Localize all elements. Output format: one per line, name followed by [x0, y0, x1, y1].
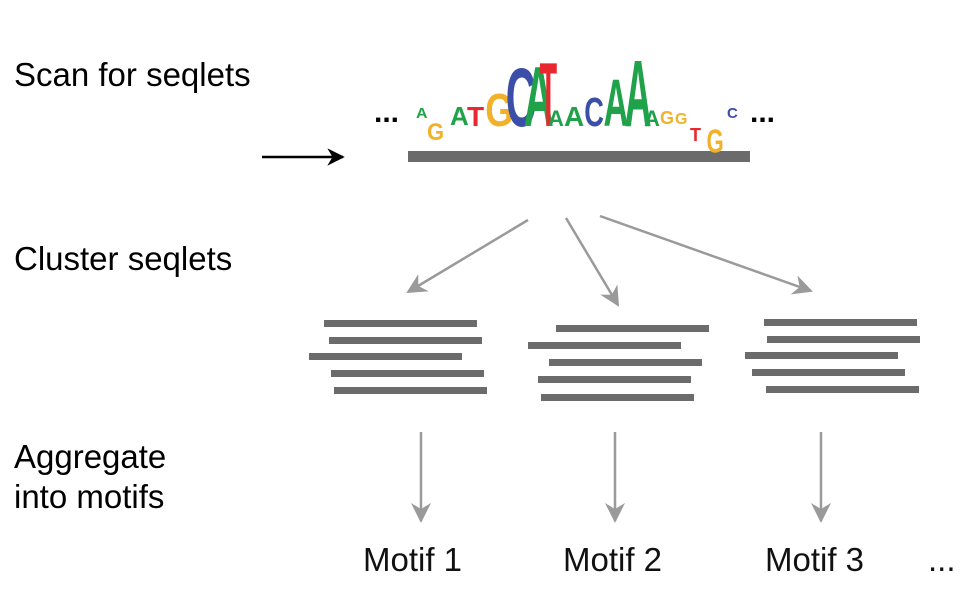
step-label-aggregate-line1: Aggregate	[14, 438, 167, 475]
branch-arrow-3	[599, 214, 813, 295]
logo-letter-a: A	[604, 67, 629, 141]
seqlet-cluster-3	[745, 319, 920, 393]
logo-letter-a: A	[564, 101, 584, 132]
logo-letter-g: G	[427, 118, 444, 145]
sequence-ellipsis-left: ...	[374, 96, 400, 129]
seqlet-bar	[334, 387, 487, 394]
logo-letter-a: A	[548, 106, 564, 131]
seqlet-bar	[767, 336, 920, 343]
logo-letter-c: C	[727, 105, 738, 122]
step-label-scan: Scan for seqlets	[14, 56, 251, 93]
logo-letter-a: A	[644, 106, 660, 131]
motif-label-1: Motif 1	[363, 541, 463, 578]
step-label-cluster: Cluster seqlets	[14, 240, 233, 277]
branch-arrow-2	[564, 217, 620, 307]
sequence-ellipsis-right: ...	[750, 96, 776, 129]
logo-letter-c: C	[584, 91, 604, 136]
seqlet-cluster-2	[528, 325, 709, 401]
seqlet-bar	[324, 320, 477, 327]
seqlet-bar	[329, 337, 482, 344]
logo-letter-c: G	[707, 123, 724, 161]
seqlet-bar	[538, 376, 691, 383]
logo-letter-g: G	[485, 85, 513, 136]
logo-letter-c: C	[506, 50, 536, 144]
logo-letter-a: A	[450, 101, 469, 131]
seqlet-bar	[541, 394, 694, 401]
seqlet-bar	[766, 386, 919, 393]
logo-letter-a: A	[416, 106, 428, 122]
motif-label-2: Motif 2	[563, 541, 663, 578]
logo-letter-t: T	[690, 125, 701, 145]
sequence-logo: A G A T G C A T A A C A A A G G T G C	[416, 42, 738, 161]
motif-label-3: Motif 3	[765, 541, 865, 578]
logo-letter-g: G	[675, 111, 687, 128]
branch-arrow-1	[406, 218, 529, 294]
logo-letter-a: A	[625, 42, 652, 147]
logo-letter-t: T	[467, 101, 484, 132]
seqlet-bar	[745, 352, 898, 359]
seqlet-cluster-1	[309, 320, 487, 394]
seqlet-bar	[556, 325, 709, 332]
step-label-aggregate-line2: into motifs	[14, 478, 165, 515]
seqlet-bar	[309, 353, 462, 360]
seqlet-bar	[528, 342, 681, 349]
seqlet-bar	[764, 319, 917, 326]
seqlet-bar	[549, 359, 702, 366]
logo-letter-g: G	[660, 108, 674, 128]
seqlet-bar	[752, 369, 905, 376]
logo-letter-t: T	[540, 45, 557, 146]
motifs-ellipsis: ...	[928, 541, 956, 578]
sequence-bar	[408, 151, 750, 162]
logo-letter-a: A	[524, 50, 554, 145]
seqlet-bar	[331, 370, 484, 377]
